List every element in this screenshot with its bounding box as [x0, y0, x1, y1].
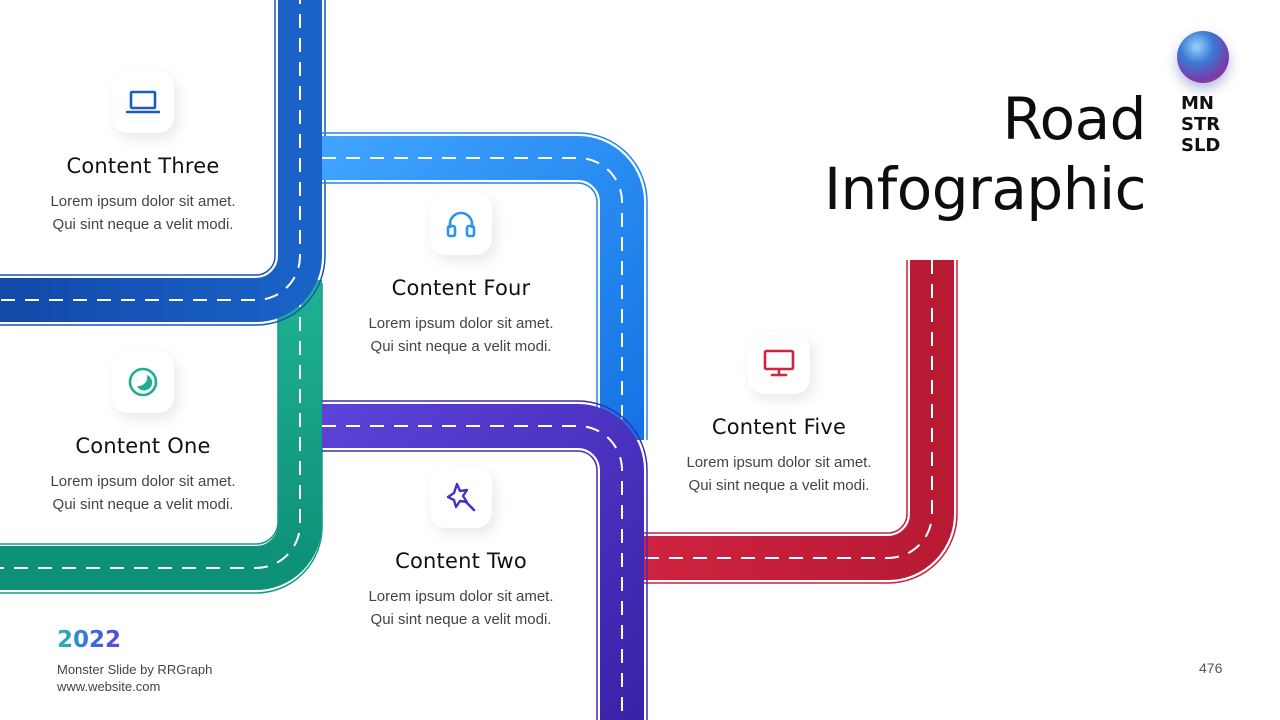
card-content-three: Content Three Lorem ipsum dolor sit amet… — [23, 71, 263, 236]
road-green — [0, 278, 323, 594]
card-title: Content Five — [711, 415, 847, 439]
road-purple — [322, 400, 648, 720]
road-red — [640, 260, 958, 584]
card-body: Lorem ipsum dolor sit amet. Qui sint neq… — [50, 473, 236, 513]
logo-wordmark: MN STR SLD — [1181, 93, 1220, 156]
moon-icon — [128, 367, 158, 397]
moon-icon-box — [112, 351, 174, 413]
footer-credit: Monster Slide by RRGraph — [57, 662, 213, 677]
laptop-icon — [126, 90, 160, 114]
road-blue-dark — [0, 0, 326, 326]
card-title: Content Four — [391, 276, 531, 300]
card-content-four: Content Four Lorem ipsum dolor sit amet.… — [341, 193, 581, 358]
card-body: Lorem ipsum dolor sit amet. Qui sint neq… — [368, 315, 554, 355]
card-title: Content One — [75, 434, 211, 458]
monitor-icon-box — [748, 332, 810, 394]
slide-title: Road Infographic — [823, 84, 1147, 224]
magic-wand-icon-box — [430, 466, 492, 528]
logo-orb — [1177, 31, 1229, 83]
title-line-2: Infographic — [823, 155, 1147, 223]
card-title: Content Two — [395, 549, 527, 573]
logo-line-3: SLD — [1181, 135, 1221, 156]
magic-wand-icon — [446, 482, 476, 512]
card-title: Content Three — [66, 154, 220, 178]
footer-credits: Monster Slide by RRGraph www.website.com — [57, 661, 212, 695]
card-content-two: Content Two Lorem ipsum dolor sit amet. … — [341, 466, 581, 631]
logo-line-1: MN — [1181, 93, 1214, 114]
card-content-one: Content One Lorem ipsum dolor sit amet. … — [23, 351, 263, 516]
title-line-1: Road — [1002, 85, 1146, 153]
card-body: Lorem ipsum dolor sit amet. Qui sint neq… — [50, 193, 236, 233]
laptop-icon-box — [112, 71, 174, 133]
headphones-icon — [446, 211, 476, 238]
headphones-icon-box — [430, 193, 492, 255]
card-body: Lorem ipsum dolor sit amet. Qui sint neq… — [368, 588, 554, 628]
page-number: 476 — [1199, 660, 1223, 676]
footer-website: www.website.com — [57, 679, 161, 694]
card-content-five: Content Five Lorem ipsum dolor sit amet.… — [659, 332, 899, 497]
road-blue-light — [322, 132, 648, 440]
logo-line-2: STR — [1181, 114, 1221, 135]
monitor-icon — [763, 349, 795, 377]
footer-year: 2022 — [57, 627, 122, 653]
card-body: Lorem ipsum dolor sit amet. Qui sint neq… — [686, 454, 872, 494]
